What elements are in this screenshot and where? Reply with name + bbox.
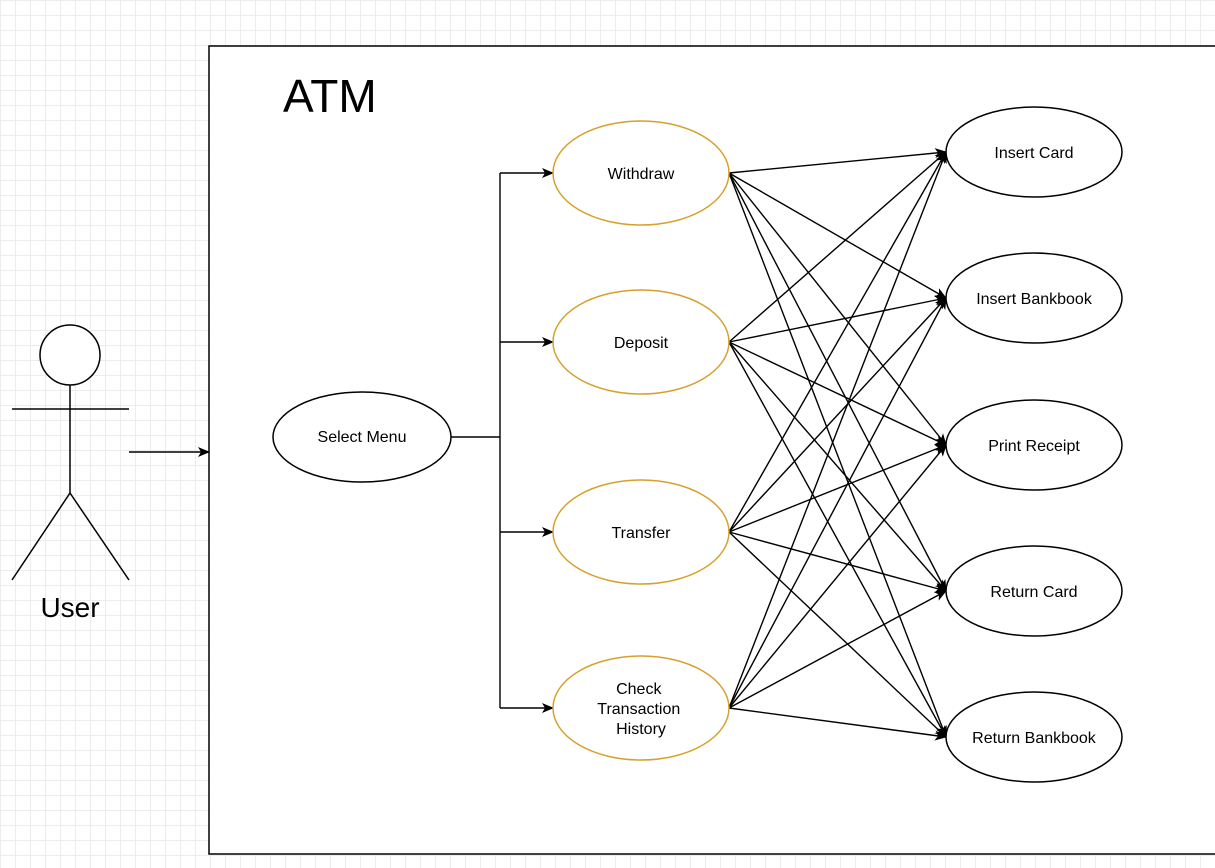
use-case-withdraw[interactable]: Withdraw <box>552 120 730 226</box>
use-case-check-transaction-history[interactable]: Check Transaction History <box>552 655 730 761</box>
use-case-deposit[interactable]: Deposit <box>552 289 730 395</box>
edge-deposit-to-insert-bankbook <box>728 295 947 343</box>
transaction-step-connectors <box>728 148 947 741</box>
edge-deposit-to-print-receipt <box>728 341 947 446</box>
edge-check-transaction-history-to-return-card <box>728 590 947 709</box>
edge-transfer-to-insert-card <box>728 151 947 533</box>
use-case-return-bankbook[interactable]: Return Bankbook <box>945 691 1123 783</box>
actor-left-leg <box>11 492 71 581</box>
check-label-line-1: Check <box>616 681 662 698</box>
transfer-label: Transfer <box>612 525 672 542</box>
edge-deposit-to-return-bankbook <box>728 341 947 738</box>
check-transaction-history-label: Check Transaction History <box>597 681 684 738</box>
menu-branch-connectors <box>451 168 554 713</box>
withdraw-label: Withdraw <box>608 166 675 183</box>
use-case-select-menu[interactable]: Select Menu <box>272 391 452 483</box>
edge-withdraw-to-return-bankbook <box>728 172 947 738</box>
edge-withdraw-to-print-receipt <box>728 172 947 446</box>
edge-withdraw-to-insert-bankbook <box>728 172 947 299</box>
print-receipt-ellipse <box>945 399 1123 491</box>
actor-label: User <box>40 592 99 623</box>
insert-card-ellipse <box>945 106 1123 198</box>
actor-head <box>39 324 101 386</box>
deposit-label: Deposit <box>614 335 669 352</box>
select-menu-label: Select Menu <box>318 429 407 446</box>
insert-bankbook-label: Insert Bankbook <box>976 291 1093 308</box>
edge-transfer-to-return-card <box>728 531 947 593</box>
actor-right-leg <box>69 492 130 581</box>
use-case-transfer[interactable]: Transfer <box>552 479 730 585</box>
edge-withdraw-to-return-card <box>728 172 947 592</box>
return-bankbook-ellipse <box>945 691 1123 783</box>
withdraw-ellipse <box>552 120 730 226</box>
return-card-label: Return Card <box>990 584 1077 601</box>
insert-bankbook-ellipse <box>945 252 1123 344</box>
edge-transfer-to-return-bankbook <box>728 531 947 738</box>
select-menu-ellipse <box>272 391 452 483</box>
edge-transfer-to-insert-bankbook <box>728 297 947 533</box>
edge-deposit-to-return-card <box>728 341 947 592</box>
return-bankbook-label: Return Bankbook <box>972 730 1097 747</box>
check-label-line-3: History <box>616 721 666 738</box>
check-transaction-history-ellipse <box>552 655 730 761</box>
use-case-return-card[interactable]: Return Card <box>945 545 1123 637</box>
edge-deposit-to-insert-card <box>728 151 947 343</box>
insert-card-label: Insert Card <box>994 145 1073 162</box>
check-label-line-2: Transaction <box>597 701 680 718</box>
edge-check-transaction-history-to-insert-card <box>728 151 947 709</box>
system-title: ATM <box>283 70 377 122</box>
edge-withdraw-to-insert-card <box>728 148 947 174</box>
actor-user[interactable]: User <box>11 324 130 623</box>
deposit-ellipse <box>552 289 730 395</box>
transfer-ellipse <box>552 479 730 585</box>
use-case-insert-card[interactable]: Insert Card <box>945 106 1123 198</box>
edge-transfer-to-print-receipt <box>728 444 947 533</box>
edge-check-transaction-history-to-print-receipt <box>728 444 947 709</box>
return-card-ellipse <box>945 545 1123 637</box>
print-receipt-label: Print Receipt <box>988 438 1080 455</box>
edge-check-transaction-history-to-return-bankbook <box>728 707 947 741</box>
edge-check-transaction-history-to-insert-bankbook <box>728 297 947 709</box>
use-case-insert-bankbook[interactable]: Insert Bankbook <box>945 252 1123 344</box>
use-case-print-receipt[interactable]: Print Receipt <box>945 399 1123 491</box>
